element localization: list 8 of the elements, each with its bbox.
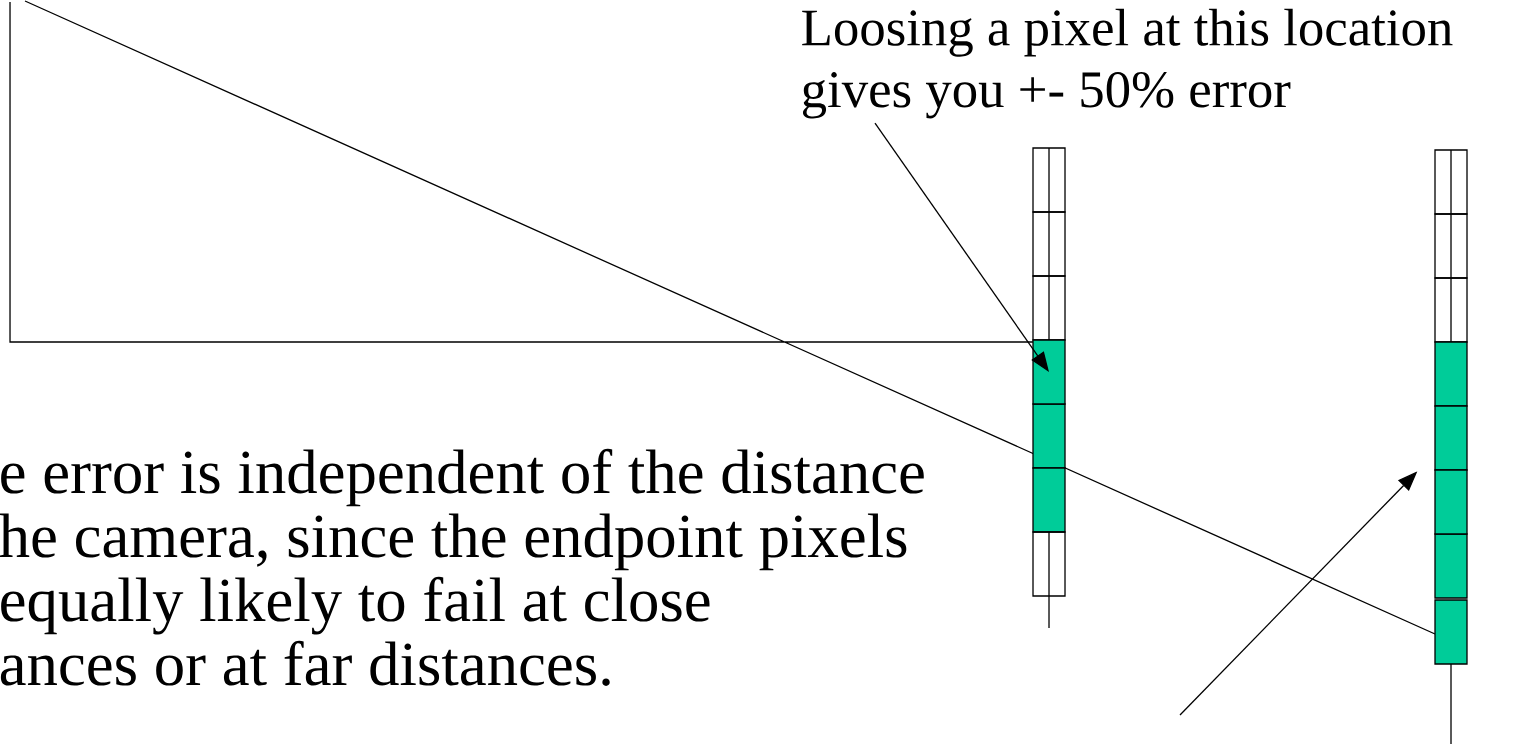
- arrow: [874, 122, 1049, 372]
- text-line: equally likely to fail at close: [1, 576, 710, 635]
- text-line: e error is independent of the distance: [1, 448, 924, 507]
- callout-text: Loosing a pixel at this location gives you +- 50% error: [802, 8, 1453, 119]
- pixel-cell: [1032, 339, 1066, 405]
- text-line: he camera, since the endpoint pixels: [0, 513, 907, 571]
- pixel-cell: [1434, 469, 1468, 535]
- text-line: ances or at far distances.: [0, 640, 610, 686]
